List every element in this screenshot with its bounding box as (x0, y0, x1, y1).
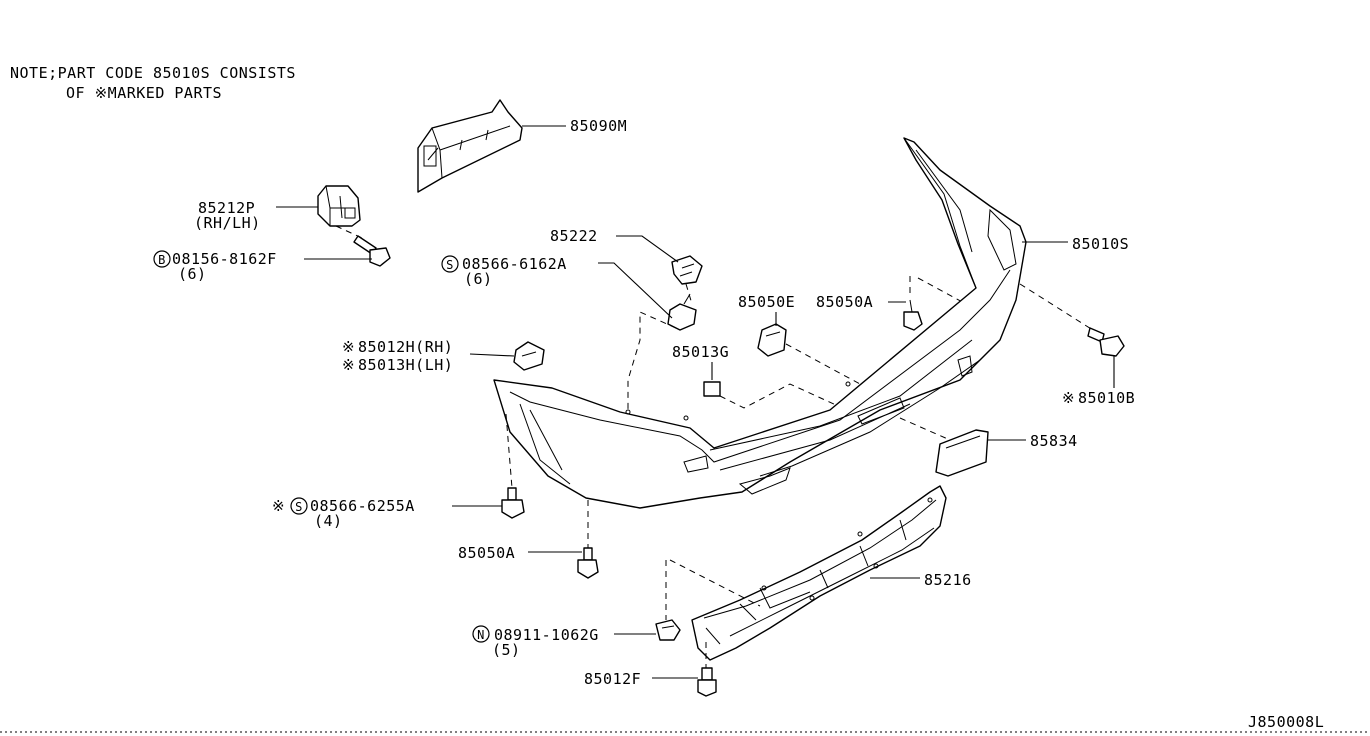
screw-08566-6255a-drawing (501, 487, 525, 519)
label-85090m: 85090M (570, 117, 627, 135)
label-85050a-top: 85050A (816, 293, 873, 311)
clip-85010b-drawing (1087, 327, 1125, 357)
clip-85050a-top-drawing (903, 299, 923, 331)
undercover-85216-drawing (691, 485, 947, 661)
reflector-85834-drawing (935, 429, 989, 477)
label-08156-qty: (6) (178, 265, 207, 283)
label-08566-6255a-qty: (4) (314, 512, 343, 530)
label-85010b-marker: ※ (1062, 389, 1075, 407)
label-85212p: 85212P (198, 199, 255, 217)
b-symbol-icon: B (153, 250, 171, 268)
label-85010s: 85010S (1072, 235, 1129, 253)
label-85216: 85216 (924, 571, 972, 589)
svg-text:B: B (158, 253, 166, 267)
label-08566-6162a: 08566-6162A (462, 255, 567, 273)
clip-85222-drawing (671, 255, 703, 285)
bracket-85212p-drawing (317, 185, 361, 227)
bracket-85090m-drawing (417, 99, 523, 193)
nut-08911-1062g-drawing (655, 619, 681, 641)
label-85013g: 85013G (672, 343, 729, 361)
label-85050a-bottom: 85050A (458, 544, 515, 562)
label-08911-1062g-qty: (5) (492, 641, 521, 659)
s-symbol-icon-2: S (290, 497, 308, 515)
diagram-code: J850008L (1248, 713, 1324, 731)
label-85012f: 85012F (584, 670, 641, 688)
note-line-1: NOTE;PART CODE 85010S CONSISTS (10, 64, 296, 82)
clip-85012f-drawing (697, 667, 717, 697)
svg-text:N: N (477, 628, 485, 642)
label-85012h: 85012H(RH) (358, 338, 453, 356)
screw-08566-6162a-drawing (667, 293, 697, 331)
label-85010b: 85010B (1078, 389, 1135, 407)
label-85212p-rh-lh: (RH/LH) (194, 214, 261, 232)
clip-85050e-drawing (757, 323, 787, 357)
label-08566-6255a: 08566-6255A (310, 497, 415, 515)
label-08566-6255a-marker: ※ (272, 497, 285, 515)
bumper-fascia-85010s-drawing (493, 137, 1027, 509)
clip-85050a-bottom-drawing (577, 547, 599, 579)
block-85013g-drawing (703, 381, 721, 397)
svg-text:S: S (446, 258, 454, 272)
label-85013h: 85013H(LH) (358, 356, 453, 374)
note-line-2: OF ※MARKED PARTS (66, 84, 222, 102)
s-symbol-icon: S (441, 255, 459, 273)
label-85222: 85222 (550, 227, 598, 245)
label-08566-6162a-qty: (6) (464, 270, 493, 288)
svg-text:S: S (295, 500, 303, 514)
bolt-08156-drawing (353, 235, 391, 267)
label-08911-1062g: 08911-1062G (494, 626, 599, 644)
label-85050e: 85050E (738, 293, 795, 311)
label-85013h-marker: ※ (342, 356, 355, 374)
label-85012h-marker: ※ (342, 338, 355, 356)
bracket-85012h-drawing (513, 341, 545, 371)
n-symbol-icon: N (472, 625, 490, 643)
label-85834: 85834 (1030, 432, 1078, 450)
label-08156-8162f: 08156-8162F (172, 250, 277, 268)
